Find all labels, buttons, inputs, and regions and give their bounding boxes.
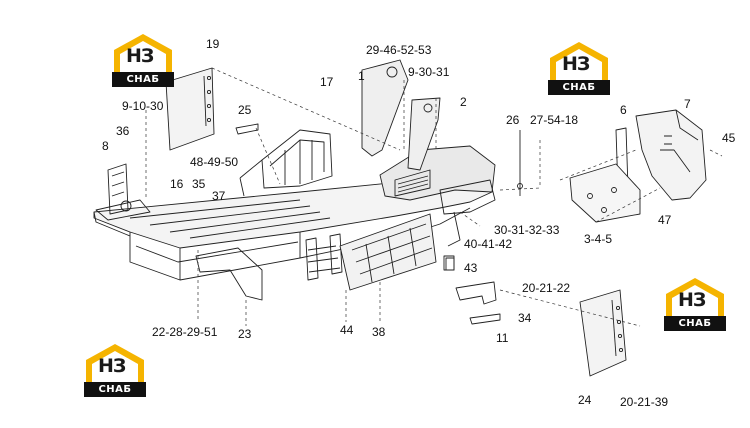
- callout-16: 16: [170, 177, 184, 191]
- callout-48-49-50: 48-49-50: [190, 155, 239, 169]
- callout-20-21-22: 20-21-22: [522, 281, 571, 295]
- cover-7: [635, 109, 707, 201]
- callout-38: 38: [372, 325, 386, 339]
- callout-2: 2: [460, 95, 467, 109]
- bracket-34: [455, 281, 501, 325]
- panel-19: [165, 67, 215, 151]
- callout-17: 17: [320, 75, 334, 89]
- callout-23: 23: [238, 327, 252, 341]
- plate-3-4-5: [569, 163, 641, 223]
- logo-bottom-left: НЗ СНАБ: [84, 342, 146, 398]
- callout-30-31-32-33: 30-31-32-33: [494, 223, 560, 237]
- callout-22-28-29-51: 22-28-29-51: [152, 325, 218, 339]
- callout-24: 24: [578, 393, 592, 407]
- callout-11: 11: [496, 331, 509, 345]
- callout-6: 6: [620, 103, 627, 117]
- logo-mark: НЗ: [562, 53, 590, 75]
- logo-mark: НЗ: [126, 45, 154, 67]
- callout-8: 8: [102, 139, 109, 153]
- logo-mark: НЗ: [678, 289, 706, 311]
- callout-47: 47: [658, 213, 672, 227]
- logo-mark: НЗ: [98, 355, 126, 377]
- logo-top-left: НЗ СНАБ: [112, 32, 174, 88]
- logo-caption: СНАБ: [112, 72, 174, 87]
- callout-9-10-30: 9-10-30: [122, 99, 164, 113]
- callout-29-46-52-53: 29-46-52-53: [366, 43, 432, 57]
- panel-24: [579, 289, 627, 377]
- callout-25: 25: [238, 103, 252, 117]
- logo-caption: СНАБ: [548, 80, 610, 95]
- callout-40-41-42: 40-41-42: [464, 237, 513, 251]
- callout-7: 7: [684, 97, 691, 111]
- callout-37: 37: [212, 189, 226, 203]
- callout-35: 35: [192, 177, 206, 191]
- callout-1: 1: [358, 69, 365, 83]
- logo-mid-right: НЗ СНАБ: [664, 276, 726, 332]
- logo-caption: СНАБ: [84, 382, 146, 397]
- chassis-frame: [93, 59, 496, 301]
- callout-20-21-39: 20-21-39: [620, 395, 669, 409]
- callout-44: 44: [340, 323, 354, 337]
- callout-45: 45: [722, 131, 736, 145]
- callout-27-54-18: 27-54-18: [530, 113, 579, 127]
- callout-26: 26: [506, 113, 520, 127]
- callout-3-4-5: 3-4-5: [584, 232, 613, 246]
- callout-19: 19: [206, 37, 220, 51]
- callout-43: 43: [464, 261, 478, 275]
- callout-9-30-31: 9-30-31: [408, 65, 450, 79]
- callout-34: 34: [518, 311, 532, 325]
- callout-36: 36: [116, 124, 130, 138]
- logo-top-right: НЗ СНАБ: [548, 40, 610, 96]
- logo-caption: СНАБ: [664, 316, 726, 331]
